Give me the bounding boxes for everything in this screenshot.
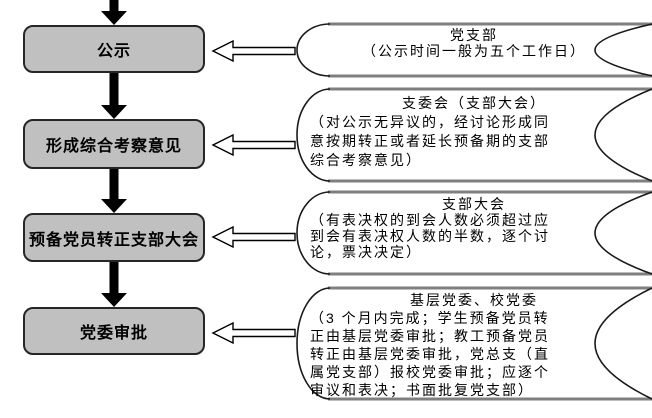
down-arrow-icon (101, 169, 127, 213)
flow-step-label: 党委审批 (79, 325, 148, 342)
flow-step-box-kaocha-yijian: 形成综合考察意见 (23, 119, 205, 169)
down-arrow-icon (101, 262, 127, 307)
annotation-shape (296, 22, 652, 78)
annotation-block: 党支部 （公示时间一般为五个工作日） (302, 27, 646, 59)
annotation-body: （有表决权的到会人数必须超过应 到会有表决权人数的半数，逐个讨 论，票决决定） (310, 212, 550, 260)
annotation-title: 基层党委、校党委 (410, 292, 538, 308)
flow-step-box-gongshi: 公示 (23, 25, 205, 73)
annotation-title: 支部大会 (442, 196, 506, 212)
flow-step-box-zhibu-dahui: 预备党员转正支部大会 (23, 213, 205, 262)
flow-step-box-dangwei-shenpi: 党委审批 (23, 307, 205, 355)
flow-step-label: 预备党员转正支部大会 (28, 231, 199, 249)
annotation-shape (296, 286, 652, 401)
left-arrow-icon (211, 133, 296, 157)
left-arrow-icon (211, 321, 296, 345)
annotation-block: 基层党委、校党委 （3 个月内完成；学生预备党员转 正由基层党委审批；教工预备党… (302, 291, 646, 399)
flow-step-label: 公示 (96, 43, 131, 60)
annotation-title: 党支部 (450, 27, 498, 43)
annotation-body: （公示时间一般为五个工作日） (362, 43, 586, 59)
down-arrow-icon (101, 73, 127, 119)
annotation-title: 支委会（支部大会） (402, 95, 546, 111)
annotation-shape (296, 87, 652, 183)
annotation-block: 支部大会 （有表决权的到会人数必须超过应 到会有表决权人数的半数，逐个讨 论，票… (302, 196, 646, 260)
annotation-block: 支委会（支部大会） （对公示无异议的，经讨论形成同 意按期转正或者延长预备期的支… (302, 94, 646, 170)
annotation-body: （3 个月内完成；学生预备党员转 正由基层党委审批；教工预备党员 转正由基层党委… (310, 310, 550, 398)
flow-step-label: 形成综合考察意见 (45, 138, 182, 155)
left-arrow-icon (211, 39, 296, 63)
annotation-shape (296, 190, 652, 276)
down-arrow-icon (101, 0, 127, 25)
left-arrow-icon (211, 225, 296, 249)
annotation-body: （对公示无异议的，经讨论形成同 意按期转正或者延长预备期的支部 综合考察意见） (310, 114, 550, 168)
